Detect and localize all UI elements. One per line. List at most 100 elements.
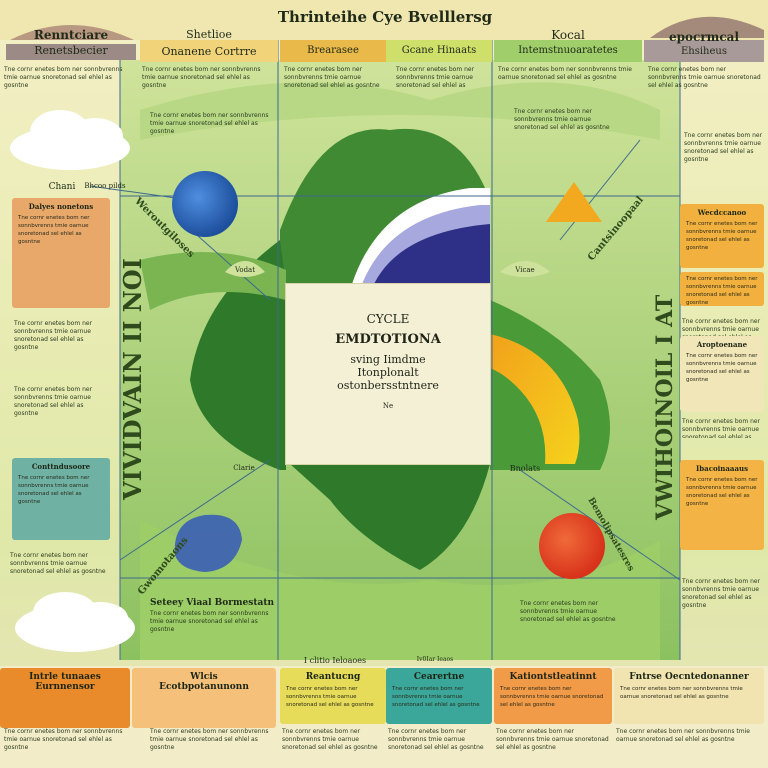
text-block-left-mid: Tne cornr enetes bom ner sonnbvrenns tmi…	[14, 320, 93, 351]
bottom-panel-2-sub: Ecotbpotanunonn	[159, 682, 249, 692]
header-band	[0, 0, 768, 40]
header-cell-1	[6, 44, 136, 60]
text-block-left-low: Tne cornr enetes bom ner sonnbvrenns tmi…	[10, 552, 106, 575]
bottom-panel-5-title: Kationtstleatinnt	[509, 672, 597, 682]
right-vertical-label: VWIHOINOIL I AT	[652, 294, 678, 520]
left-panel-3: Conttndusoore Tne cornr enetes bom ner s…	[12, 458, 110, 540]
bottom-panel-6-body: Tne cornr enetes bom ner sonnbvrenns tmi…	[620, 686, 743, 700]
header-3-title: Brearasee	[307, 45, 359, 56]
center-line-2: EMDTOTIONA	[335, 332, 441, 347]
text-block-bottom-left: Tne cornr enetes bom ner sonnbvrenns tmi…	[150, 610, 269, 633]
text-block-top-2b: Tne cornr enetes bom ner sonnbvrenns tmi…	[150, 112, 269, 135]
left-lobe	[190, 240, 286, 470]
right-panel-3a-body: Tne cornr enetes bom ner sonnbvrenns tmi…	[686, 353, 758, 383]
header-4-title: Gcane Hinaats	[401, 45, 477, 56]
header-5-sub: Intemstnuoaratetes	[518, 45, 618, 56]
header-6-title: epocrmcal	[669, 30, 739, 44]
center-line-3: sving Iimdme	[350, 353, 426, 366]
bottom-panel-4-body: Tne cornr enetes bom ner sonnbvrenns tmi…	[392, 686, 480, 708]
bottom-panel-6-title: Fntrse Oecntedonanner	[629, 672, 749, 682]
header-2-title: Shetlioe	[186, 28, 232, 41]
center-line-5: ostonbersstntnere	[337, 379, 439, 392]
bottom-panel-4-title: Cearertne	[413, 672, 465, 682]
blue-sphere	[172, 171, 238, 237]
text-block-top-6: Tne cornr enetes bom ner sonnbvrenns tmi…	[648, 66, 761, 89]
label-bottom-mid: I clitio Ieloaoes	[303, 656, 367, 665]
text-block-right-mid: Tne cornr enetes bom ner sonnbvrenns tmi…	[682, 318, 761, 338]
center-line-1: CYCLE	[366, 312, 410, 326]
text-block-right-top: Tne cornr enetes bom ner sonnbvrenns tmi…	[684, 132, 763, 163]
header-1-sub: Renetsbecier	[34, 44, 108, 57]
bottom-panel-1: Intrle tunaaes Eurnnensor	[0, 668, 130, 728]
header-mountain-left	[10, 25, 134, 40]
center-line-6: Ne	[382, 402, 394, 410]
label-vicae: Vicae	[515, 266, 535, 274]
label-clarie: Clarie	[233, 464, 255, 472]
right-panel-3a: Aroptoenane Tne cornr enetes bom ner son…	[680, 336, 764, 412]
header-mountain-right	[650, 16, 764, 38]
bottom-panel-5-body: Tne cornr enetes bom ner sonnbvrenns tmi…	[500, 686, 604, 708]
cloud-bottom-left	[15, 592, 135, 652]
text-block-right-low: Tne cornr enetes bom ner sonnbvrenns tmi…	[682, 578, 761, 609]
header-cell-3	[280, 40, 386, 62]
left-panel-3-body: Tne cornr enetes bom ner sonnbvrenns tmi…	[18, 475, 90, 505]
bottom-text-3: Tne cornr enetes bom ner sonnbvrenns tmi…	[282, 728, 378, 751]
bottom-hill	[140, 520, 660, 660]
lens-left	[225, 261, 265, 277]
text-block-top-2: Tne cornr enetes bom ner sonnbvrenns tmi…	[142, 66, 261, 89]
left-vertical-label: VIVIDVAIN II NOI	[118, 258, 147, 500]
right-panel-3-title: Ibacoinaaaus	[695, 464, 749, 473]
blue-blob	[174, 514, 242, 572]
header-5-title: Kocal	[551, 28, 585, 42]
text-block-bottom-right: Tne cornr enetes bom ner sonnbvrenns tmi…	[520, 600, 616, 623]
rainbow-navy	[374, 224, 490, 284]
bottom-panel-3-body: Tne cornr enetes bom ner sonnbvrenns tmi…	[286, 686, 374, 708]
label-seteey: Seteey Viaal Bormestatnn	[150, 598, 274, 608]
bottom-text-2: Tne cornr enetes bom ner sonnbvrenns tmi…	[150, 728, 269, 751]
header-2-sub: Onanene Cortrre	[161, 45, 257, 58]
text-block-top-5b: Tne cornr enetes bom ner sonnbvrenns tmi…	[514, 108, 610, 131]
right-panel-2: Tne cornr enetes bom ner sonnbvrenns tmi…	[680, 272, 764, 306]
lens-right	[500, 261, 550, 277]
bottom-panel-2-title: Wlcis	[190, 672, 218, 682]
left-panel-1: Dalyes nonetons Tne cornr enetes bom ner…	[12, 198, 110, 308]
left-panel-1-title: Dalyes nonetons	[28, 202, 94, 211]
header-cell-4	[386, 40, 492, 62]
right-panel-3-body: Tne cornr enetes bom ner sonnbvrenns tmi…	[686, 477, 758, 507]
bottom-panel-3-title: Reantucng	[305, 672, 361, 682]
text-block-left-mid2: Tne cornr enetes bom ner sonnbvrenns tmi…	[14, 386, 93, 417]
header-cell-6	[644, 40, 764, 62]
bottom-panel-6: Fntrse Oecntedonanner Tne cornr enetes b…	[614, 668, 764, 724]
sun-arc	[490, 334, 580, 464]
text-block-top-5: Tne cornr enetes bom ner sonnbvrenns tmi…	[498, 66, 632, 81]
text-block-top-left: Tne cornr enetes bom ner sonnbvrenns tmi…	[4, 66, 123, 89]
label-chani-sub: Bhcoo pilds	[84, 182, 126, 190]
bottom-panel-2: Wlcis Ecotbpotanunonn	[132, 668, 276, 728]
header-cell-5	[494, 40, 642, 62]
center-card: CYCLE EMDTOTIONA sving Iimdme Itonplonal…	[286, 284, 490, 464]
right-panel-2-body: Tne cornr enetes bom ner sonnbvrenns tmi…	[686, 276, 758, 306]
header-6-sub: Ehsiheus	[680, 46, 727, 57]
bottom-panel-4: Cearertne Tne cornr enetes bom ner sonnb…	[386, 668, 492, 724]
bottom-text-4: Tne cornr enetes bom ner sonnbvrenns tmi…	[388, 728, 484, 751]
right-panel-1-body: Tne cornr enetes bom ner sonnbvrenns tmi…	[686, 221, 758, 251]
bottom-lobe	[290, 464, 490, 570]
bottom-panel-1-title: Intrle tunaaes	[29, 672, 101, 682]
bottom-text-5: Tne cornr enetes bom ner sonnbvrenns tmi…	[496, 728, 609, 751]
left-panel-3-title: Conttndusoore	[31, 462, 91, 471]
page-title: Thrinteihe Cye Bvelllersg	[277, 8, 493, 26]
right-panel-3: Ibacoinaaaus Tne cornr enetes bom ner so…	[680, 460, 764, 550]
bottom-panel-5: Kationtstleatinnt Tne cornr enetes bom n…	[494, 668, 612, 724]
center-line-4: Itonplonalt	[357, 366, 419, 379]
label-bottom-mid2: Iv0Iar Ieaos	[416, 656, 454, 663]
header-1-title: Renntciare	[33, 28, 109, 42]
orange-triangle	[546, 182, 602, 222]
top-hill	[140, 82, 660, 140]
right-panel-1: Wecdccanoo Tne cornr enetes bom ner sonn…	[680, 204, 764, 268]
bottom-panel-3: Reantucng Tne cornr enetes bom ner sonnb…	[280, 668, 386, 724]
text-block-top-3: Tne cornr enetes bom ner sonnbvrenns tmi…	[284, 66, 380, 89]
right-panel-1-title: Wecdccanoo	[697, 208, 747, 217]
label-vodat: Vodat	[234, 266, 256, 274]
